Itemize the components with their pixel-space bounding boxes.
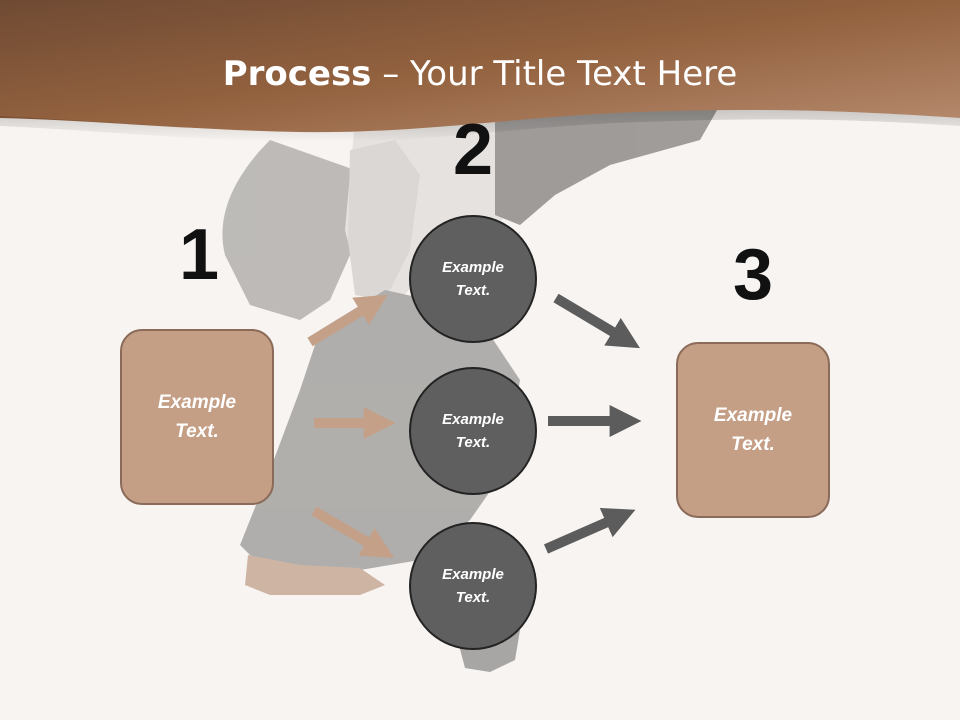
arrow-top-to-3 [553,293,640,349]
step-2-circle-bottom: Example Text. [409,522,537,650]
step-number-2: 2 [452,110,494,190]
arrow-bottom-to-3 [543,507,636,554]
step-2-item-3: Example Text. [442,566,504,606]
page-title: Process – Your Title Text Here [0,52,960,96]
step-3-label: Example Text. [713,405,793,455]
step-1-label: Example Text. [157,392,237,442]
step-2-item-1: Example Text. [442,259,504,299]
step-3-box: Example Text. [676,342,830,518]
step-2-item-2: Example Text. [442,411,504,451]
step-1-box: Example Text. [120,329,274,505]
title-bold: Process [222,54,372,94]
step-2-circle-top: Example Text. [409,215,537,343]
title-rest: – Your Title Text Here [371,54,738,94]
step-2-circle-middle: Example Text. [409,367,537,495]
step-number-1: 1 [178,215,220,295]
arrow-1-to-bottom [311,506,395,558]
arrow-1-to-top [307,294,388,347]
step-number-3: 3 [732,235,774,315]
